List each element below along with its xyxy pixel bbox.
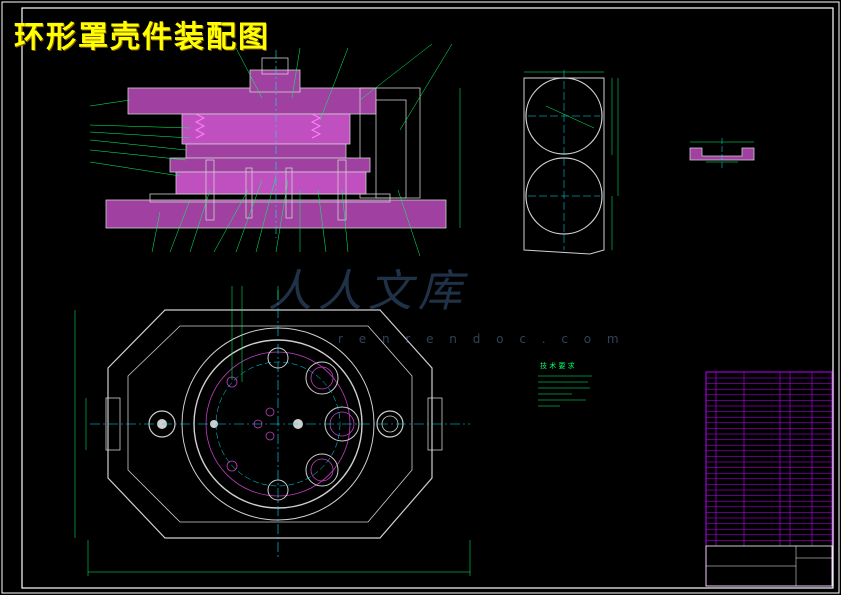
title-block (705, 371, 833, 587)
tech-notes-lines (538, 375, 592, 407)
watermark-url: r e n r e n d o c . c o m (338, 332, 625, 346)
watermark: 人人文库 (268, 266, 468, 317)
drawing-title: 环形罩壳件装配图 (14, 20, 270, 55)
tech-notes-title: 技 术 要 求 (540, 362, 575, 370)
assembly-section-view (89, 43, 461, 257)
plan-view (74, 286, 471, 576)
inner-frame (21, 7, 834, 589)
strip-layout (523, 70, 619, 255)
part-profile (689, 138, 755, 168)
